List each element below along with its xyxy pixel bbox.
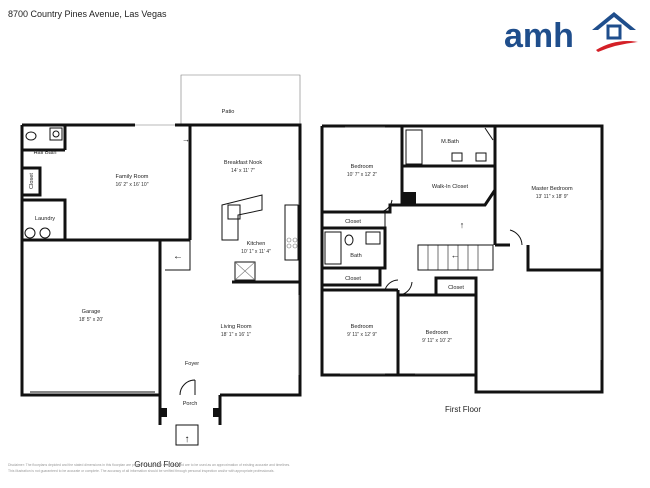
- family-room-label: Family Room: [116, 174, 149, 180]
- logo-house-window: [606, 24, 622, 40]
- ground-floor-label: Ground Floor: [134, 460, 181, 469]
- garage-label: Garage: [82, 309, 101, 315]
- ground-outer-wall: [20, 123, 302, 397]
- half-bath-basin: [52, 130, 60, 138]
- walk-in-closet-label: Walk-In Closet: [432, 184, 469, 190]
- porch-outline: [158, 395, 222, 425]
- patio-door-arrow-icon: →: [182, 135, 190, 144]
- mbath-door: [484, 127, 494, 141]
- bath-toilet: [344, 234, 354, 246]
- pantry-diag: [234, 261, 256, 281]
- porch-post-right: [213, 408, 220, 417]
- washer: [24, 227, 36, 239]
- bedroom-top-dims: 10' 7" x 12' 2": [347, 172, 377, 178]
- bath-label: Bath: [350, 253, 362, 259]
- bedroom-top-label: Bedroom: [351, 164, 374, 170]
- stove-burner: [292, 237, 298, 243]
- stair-run: [417, 244, 494, 271]
- bedroom-mid-label: Bedroom: [426, 330, 449, 336]
- stove-burner: [286, 237, 292, 243]
- door-arc-master: [509, 229, 523, 246]
- patio-label: Patio: [222, 109, 235, 115]
- master-bedroom-dims: 13' 11" x 18' 9": [536, 194, 569, 200]
- bedroom-mid-dims: 9' 11" x 10' 2": [422, 338, 452, 344]
- walk-in-fill: [403, 192, 416, 205]
- porch-step: [175, 424, 199, 446]
- ground-floor-plan: Patio ← →: [20, 74, 302, 469]
- kitchen-dims: 10' 1" x 11' 4": [241, 249, 271, 255]
- living-room-label: Living Room: [220, 324, 251, 330]
- stove-burner: [292, 243, 298, 249]
- closet-c-walls: [434, 276, 478, 297]
- half-bath-label: Half Bath: [33, 150, 56, 156]
- door-arc-bedroom-left: [384, 279, 399, 291]
- hall-arrow-icon: ↑: [460, 220, 465, 230]
- stairs-arrow-icon: ←: [173, 251, 183, 262]
- property-address: 8700 Country Pines Avenue, Las Vegas: [8, 9, 167, 19]
- breakfast-nook-label: Breakfast Nook: [224, 160, 262, 166]
- kitchen-sink: [227, 204, 241, 220]
- patio-outline: [180, 74, 301, 124]
- master-tub: [405, 129, 423, 165]
- logo-swoosh: [596, 41, 638, 52]
- logo-text: amh: [504, 17, 574, 52]
- half-bath-toilet: [25, 131, 37, 141]
- front-door-arc: [179, 379, 196, 396]
- kitchen-island: [221, 194, 263, 241]
- family-room-dims: 16' 2" x 16' 10": [116, 182, 149, 188]
- first-floor-plan: ← ↑ Bedroom 10' 7" x 12' 2" M.Bath Walk-…: [320, 124, 604, 414]
- logo-roof: [592, 12, 636, 30]
- closet-a-label: Closet: [345, 219, 361, 225]
- disclaimer-line-2: This illustration is not guaranteed to b…: [8, 469, 275, 473]
- bath-tub: [324, 231, 342, 265]
- bedroom-left-label: Bedroom: [351, 324, 374, 330]
- porch-label: Porch: [183, 401, 198, 407]
- porch-post-left: [160, 408, 167, 417]
- living-room-dims: 18' 1" x 16' 1": [221, 332, 251, 338]
- door-arc-bedroom-mid: [397, 281, 413, 296]
- breakfast-nook-dims: 14' x 11' 7": [231, 168, 255, 174]
- half-bath-walls: [22, 125, 67, 152]
- closet-c-label: Closet: [448, 285, 464, 291]
- pantry: [234, 261, 256, 281]
- door-arc-top-bedroom: [379, 199, 393, 213]
- mbath-sink-1: [451, 152, 463, 162]
- disclaimer: Disclaimer: The floorplans depicted and …: [8, 462, 428, 474]
- closet-b-label: Closet: [345, 276, 361, 282]
- porch-up-arrow-icon: ↑: [185, 434, 190, 445]
- closet-b-walls: [322, 266, 382, 287]
- master-bedroom-label: Master Bedroom: [531, 186, 573, 192]
- closet-walls: [22, 166, 42, 197]
- half-bath-sink: [49, 127, 63, 141]
- stair-arrow-icon: ←: [451, 250, 460, 260]
- amh-logo: amh: [504, 12, 638, 52]
- master-bath-walls: [400, 126, 497, 168]
- stove-burner: [286, 243, 292, 249]
- garage-dims: 18' 5" x 20': [79, 317, 103, 323]
- bedroom-left-dims: 9' 11" x 12' 9": [347, 332, 377, 338]
- dryer: [39, 227, 51, 239]
- master-bath-label: M.Bath: [441, 139, 459, 145]
- stair-treads: [427, 245, 479, 270]
- closet-label: Closet: [29, 173, 35, 189]
- first-floor-label: First Floor: [445, 405, 481, 414]
- bath-sink: [365, 231, 381, 245]
- laundry-label: Laundry: [35, 216, 55, 222]
- kitchen-label: Kitchen: [247, 241, 266, 247]
- mbath-sink-2: [475, 152, 487, 162]
- disclaimer-line-1: Disclaimer: The floorplans depicted and …: [8, 463, 291, 467]
- bath-walls: [322, 226, 387, 270]
- master-inner-wall: [493, 126, 602, 272]
- foyer-label: Foyer: [185, 361, 199, 367]
- kitchen-counter-right: [284, 204, 299, 261]
